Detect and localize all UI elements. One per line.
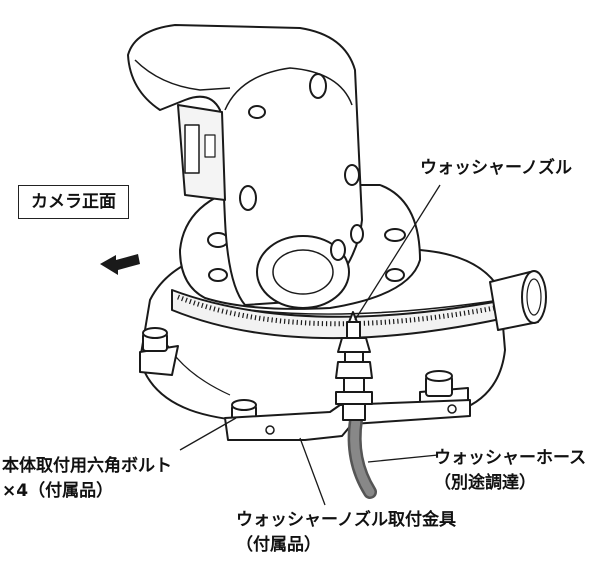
leader-bracket (299, 437, 326, 506)
camera-front-label: カメラ正面 (18, 185, 129, 219)
front-direction-arrow (100, 254, 140, 275)
washer-hose-label: ウォッシャーホース （別途調達） (434, 448, 586, 493)
hex-bolt-left (139, 327, 179, 376)
bracket-label-line2: （付属品） (236, 535, 321, 555)
leader-hex-bolt (179, 417, 237, 451)
camera-head (127, 24, 364, 309)
leader-washer-hose (367, 454, 439, 463)
washer-nozzle (335, 311, 373, 421)
hex-bolt-label-line2: ×4（付属品） (2, 481, 114, 501)
leader-washer-nozzle (354, 184, 441, 321)
bracket-label: ウォッシャーノズル取付金具 （付属品） (236, 510, 456, 555)
hex-bolt-label: 本体取付用六角ボルト ×4（付属品） (2, 456, 172, 501)
bracket-label-line1: ウォッシャーノズル取付金具 (236, 510, 456, 530)
washer-hose-label-line2: （別途調達） (434, 473, 536, 493)
cable-port (489, 270, 547, 331)
washer-hose-label-line1: ウォッシャーホース (434, 448, 587, 468)
hex-bolt-label-line1: 本体取付用六角ボルト (2, 456, 172, 476)
washer-nozzle-label: ウォッシャーノズル (420, 158, 572, 178)
